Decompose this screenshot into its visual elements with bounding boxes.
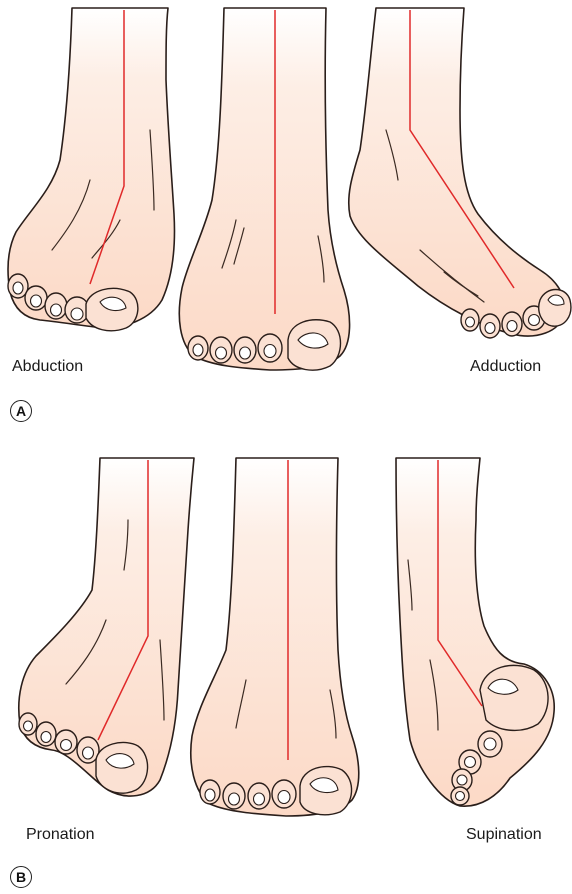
caption-supination: Supination: [466, 826, 542, 844]
panel-label-b: B: [10, 866, 32, 888]
foot-supination: [396, 458, 554, 806]
foot-neutral-a: [179, 8, 349, 370]
foot-pronation: [19, 458, 194, 796]
caption-pronation: Pronation: [26, 826, 95, 844]
caption-abduction: Abduction: [12, 358, 83, 376]
foot-adduction: [349, 8, 571, 338]
foot-abduction: [8, 8, 175, 331]
panel-label-a: A: [10, 400, 32, 422]
caption-adduction: Adduction: [470, 358, 541, 376]
foot-neutral-b: [191, 458, 359, 816]
